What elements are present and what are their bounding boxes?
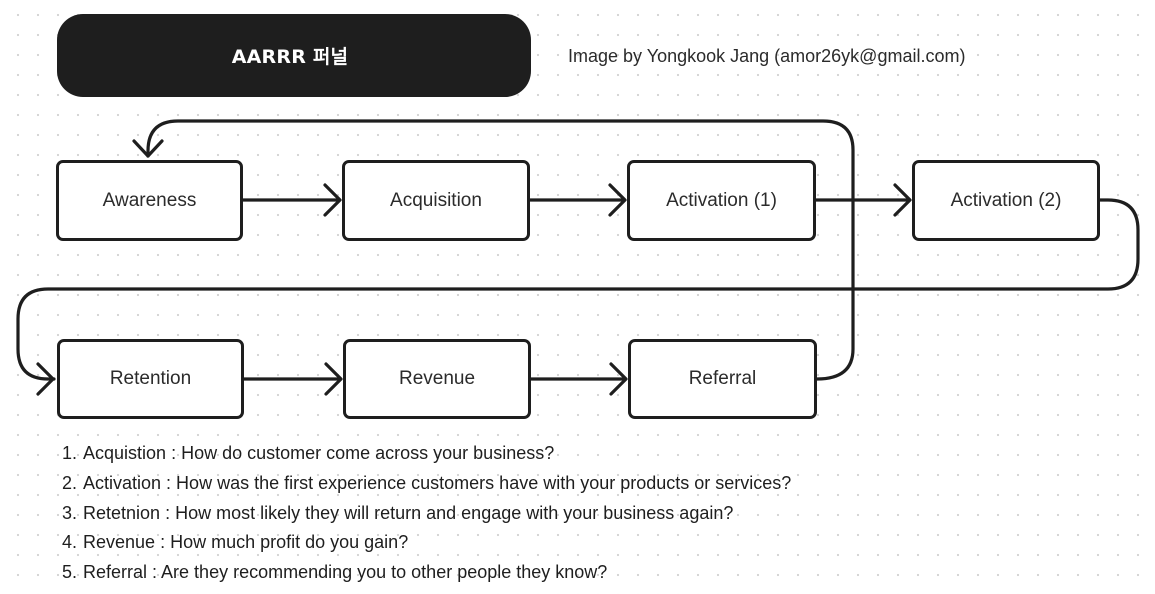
diagram-title: AARRR 퍼널 (231, 46, 349, 68)
node-activation-1: Activation (1) (627, 160, 816, 241)
node-awareness: Awareness (56, 160, 243, 241)
edge-activation-2-retention (16, 198, 1140, 381)
list-item: 4.Revenue : How much profit do you gain? (62, 529, 791, 559)
arrowhead-revenue (324, 362, 343, 396)
list-item: 1.Acquistion : How do customer come acro… (62, 440, 791, 470)
list-text: Retetnion : How most likely they will re… (83, 502, 734, 523)
node-label: Activation (2) (950, 189, 1062, 211)
list-number: 5. (62, 562, 78, 582)
list-item: 2.Activation : How was the first experie… (62, 470, 791, 500)
arrowhead-acquisition (323, 183, 342, 217)
title-banner: AARRR 퍼널 (57, 14, 531, 97)
node-revenue: Revenue (343, 339, 531, 419)
node-label: Revenue (398, 368, 476, 389)
list-number: 3. (62, 502, 78, 523)
node-activation-2: Activation (2) (912, 160, 1100, 241)
list-text: Revenue : How much profit do you gain? (83, 532, 409, 553)
list-item: 3.Retetnion : How most likely they will … (62, 500, 791, 530)
list-item: 5.Referral : Are they recommending you t… (62, 559, 791, 589)
image-credit: Image by Yongkook Jang (amor26yk@gmail.c… (568, 46, 966, 66)
node-acquisition: Acquisition (342, 160, 530, 241)
node-label: Acquisition (390, 189, 482, 211)
arrowhead-referral (609, 362, 628, 396)
list-number: 2. (62, 472, 78, 493)
arrowhead-activation-1 (608, 183, 627, 217)
arrowhead-activation-2 (893, 183, 912, 217)
list-text: Acquistion : How do customer come across… (83, 443, 555, 463)
list-text: Referral : Are they recommending you to … (83, 562, 608, 582)
node-label: Retention (109, 368, 192, 389)
node-label: Referral (688, 368, 757, 389)
node-label: Activation (1) (666, 189, 777, 211)
node-label: Awareness (102, 189, 197, 211)
stage-questions-list: 1.Acquistion : How do customer come acro… (62, 440, 791, 589)
list-number: 1. (62, 443, 78, 463)
arrowhead-retention (36, 362, 55, 396)
node-retention: Retention (57, 339, 244, 419)
node-referral: Referral (628, 339, 817, 419)
list-text: Activation : How was the first experienc… (83, 472, 792, 493)
list-number: 4. (62, 532, 78, 553)
edge-referral-awareness (146, 119, 855, 381)
arrowhead-awareness (132, 139, 164, 158)
